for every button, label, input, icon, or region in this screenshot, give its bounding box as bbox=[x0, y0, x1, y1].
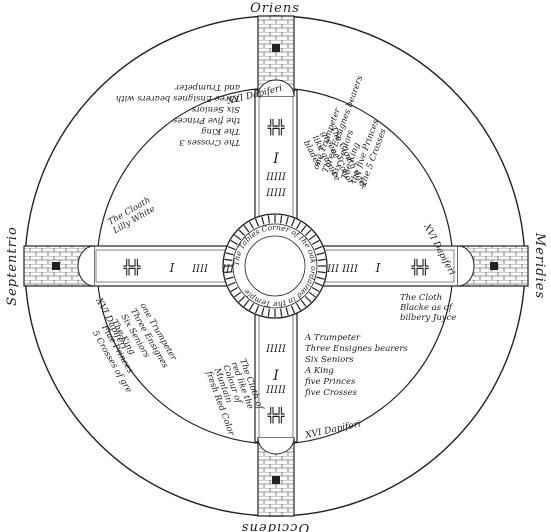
note-line: Six Seniors bbox=[191, 104, 240, 114]
label-meridies: Meridies bbox=[532, 232, 547, 299]
note-line: Blacke as of bbox=[399, 303, 454, 313]
tower-left bbox=[24, 246, 94, 286]
note-line: Three Ensignes bearers bbox=[305, 344, 408, 354]
label-oriens: Oriens bbox=[250, 1, 300, 16]
svg-text:╬╬: ╬╬ bbox=[268, 407, 285, 424]
svg-text:I: I bbox=[169, 261, 175, 275]
note-line: The King bbox=[201, 126, 240, 136]
note-line: bilbery Juyce bbox=[400, 313, 456, 323]
svg-text:╬╬: ╬╬ bbox=[412, 259, 429, 276]
svg-text:IIIII: IIIII bbox=[265, 172, 287, 183]
svg-text:╬╬: ╬╬ bbox=[124, 259, 141, 276]
note-line: The Cloth bbox=[400, 293, 442, 303]
note-line: five Princes bbox=[304, 377, 356, 387]
svg-text:IIIII: IIIII bbox=[265, 385, 287, 396]
svg-text:IIII: IIII bbox=[341, 264, 359, 275]
svg-text:I: I bbox=[272, 151, 279, 167]
svg-text:IIII: IIII bbox=[191, 264, 209, 275]
ring-label-bottom: XVI Dapiferi bbox=[304, 419, 362, 441]
note-line: the five Princes bbox=[172, 115, 240, 125]
note-line: A King bbox=[304, 366, 334, 376]
tower-bottom bbox=[258, 438, 294, 516]
label-septentrio: Septentrio bbox=[5, 226, 20, 306]
note-line: A Trumpeter bbox=[304, 333, 361, 343]
note-line: The Crosses 3 bbox=[179, 137, 240, 147]
svg-text:I: I bbox=[375, 261, 381, 275]
tower-right bbox=[458, 246, 528, 286]
svg-text:III: III bbox=[326, 264, 340, 275]
svg-text:╬╬: ╬╬ bbox=[268, 119, 285, 136]
svg-text:IIIII: IIIII bbox=[265, 344, 287, 355]
svg-text:I: I bbox=[272, 368, 279, 384]
note-line: Three Ensignes bearers with bbox=[116, 93, 240, 103]
center-medallion: The Tables Corner of the oak ordained in… bbox=[223, 214, 327, 318]
note-line: Six Seniors bbox=[305, 355, 354, 365]
label-occidens: Occidens bbox=[241, 520, 309, 532]
note-line: five Crosses bbox=[304, 388, 358, 398]
svg-text:IIIII: IIIII bbox=[265, 188, 287, 199]
svg-text:III: III bbox=[221, 264, 235, 275]
note-line: and Trumpeter bbox=[174, 82, 240, 92]
